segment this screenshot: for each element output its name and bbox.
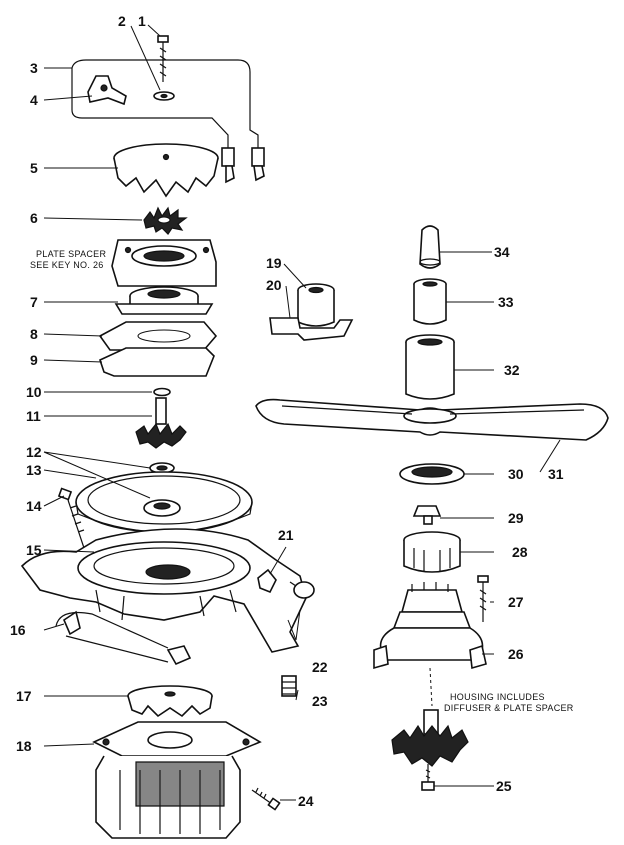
callout-26: 26 <box>508 646 524 662</box>
impeller-cover <box>113 143 219 198</box>
spray-arm-ring <box>399 463 465 485</box>
lower-spray-arm <box>255 398 609 441</box>
callout-20: 20 <box>266 277 282 293</box>
heater-wire-frame <box>71 59 265 184</box>
spray-tower-lower <box>405 334 455 400</box>
seal-housing <box>114 286 214 315</box>
callout-6: 6 <box>30 210 38 226</box>
leader-lines <box>43 24 561 801</box>
callout-19: 19 <box>266 255 282 271</box>
callout-28: 28 <box>512 544 528 560</box>
callout-30: 30 <box>508 466 524 482</box>
housing-note-line1: HOUSING INCLUDES <box>450 692 545 702</box>
callout-4: 4 <box>30 92 38 108</box>
plate-spacer-note-line1: PLATE SPACER <box>36 249 106 259</box>
pump-housing <box>373 582 487 670</box>
pump-base <box>20 528 307 653</box>
housing-note-line2: DIFFUSER & PLATE SPACER <box>444 703 574 713</box>
callout-8: 8 <box>30 326 38 342</box>
callout-2: 2 <box>118 13 126 29</box>
housing-bolt <box>421 764 435 791</box>
gasket-plate-lower <box>99 347 215 377</box>
diffuser-impeller <box>391 709 469 767</box>
callout-29: 29 <box>508 510 524 526</box>
callout-9: 9 <box>30 352 38 368</box>
spray-arm-bearing <box>269 283 354 341</box>
callout-1: 1 <box>138 13 146 29</box>
spray-tower-top <box>419 225 441 269</box>
callout-10: 10 <box>26 384 42 400</box>
callout-34: 34 <box>494 244 510 260</box>
callout-27: 27 <box>508 594 524 610</box>
center-nut <box>412 505 442 525</box>
callout-17: 17 <box>16 688 32 704</box>
pump-housing-cover <box>75 471 253 533</box>
callout-21: 21 <box>278 527 294 543</box>
callout-32: 32 <box>504 362 520 378</box>
callout-31: 31 <box>548 466 564 482</box>
callout-15: 15 <box>26 542 42 558</box>
annotation-notes: PLATE SPACER SEE KEY NO. 26 HOUSING INCL… <box>30 249 574 713</box>
screw-and-washer <box>153 35 175 101</box>
motor-screw <box>251 787 281 811</box>
o-ring <box>153 387 171 397</box>
valve-assembly <box>257 568 315 599</box>
callout-24: 24 <box>298 793 314 809</box>
fitting <box>281 675 297 697</box>
callout-14: 14 <box>26 498 42 514</box>
wire-bracket <box>87 75 127 106</box>
motor <box>92 721 262 839</box>
callout-23: 23 <box>312 693 328 709</box>
impeller-shaft <box>135 397 187 449</box>
gasket-plate <box>98 321 218 351</box>
callout-18: 18 <box>16 738 32 754</box>
long-screw-right <box>477 575 489 622</box>
callout-11: 11 <box>26 408 41 424</box>
callout-7: 7 <box>30 294 38 310</box>
plate-spacer <box>111 239 217 287</box>
callout-25: 25 <box>496 778 512 794</box>
callout-5: 5 <box>30 160 38 176</box>
callout-33: 33 <box>498 294 514 310</box>
motor-fan <box>127 685 213 718</box>
chopper-blade <box>143 206 188 235</box>
callout-13: 13 <box>26 462 42 478</box>
callout-22: 22 <box>312 659 328 675</box>
strainer <box>403 531 461 573</box>
spray-tower-middle <box>413 278 447 325</box>
callout-3: 3 <box>30 60 38 76</box>
drain-tube <box>55 610 192 666</box>
callout-12: 12 <box>26 444 42 460</box>
callout-labels: 1 2 3 4 5 6 7 8 9 10 11 12 13 14 15 16 1… <box>10 13 564 809</box>
callout-16: 16 <box>10 622 26 638</box>
plate-spacer-note-line2: SEE KEY NO. 26 <box>30 260 104 270</box>
